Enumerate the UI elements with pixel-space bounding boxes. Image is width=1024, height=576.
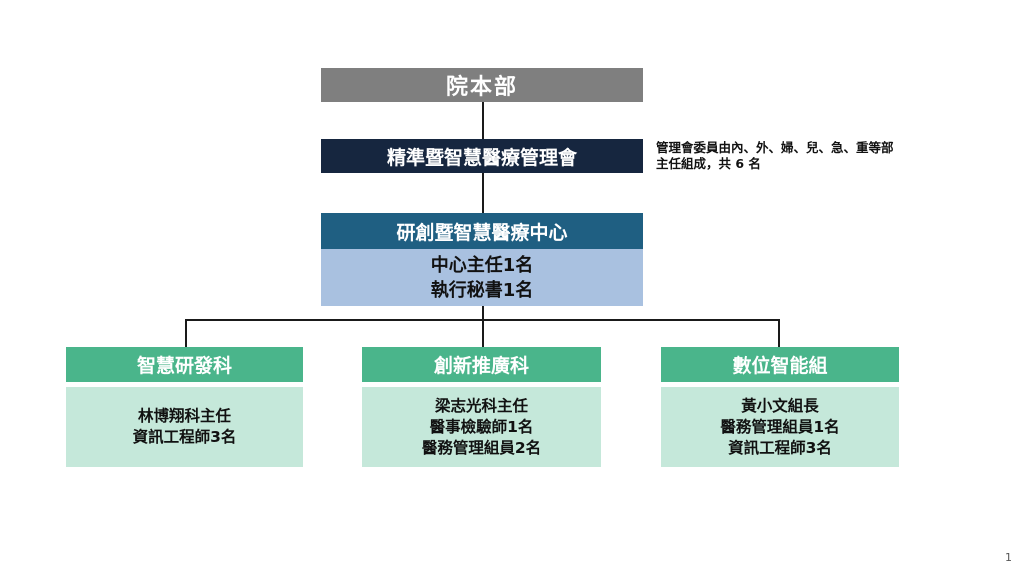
- committee-note-line2: 主任組成，共 6 名: [656, 156, 761, 171]
- hospital-headquarters-label: 院本部: [445, 75, 518, 100]
- connector-branch-right: [778, 319, 780, 347]
- department-staff-line: 黃小文組長: [741, 396, 819, 415]
- research-center-staff: 中心主任1名 執行秘書1名: [321, 249, 643, 306]
- department-staff-smart-rd: 林博翔科主任 資訊工程師3名: [66, 387, 303, 467]
- department-title-digital: 數位智能組: [661, 347, 899, 382]
- department-staff-line: 資訊工程師3名: [728, 438, 832, 457]
- department-staff-digital: 黃小文組長 醫務管理組員1名 資訊工程師3名: [661, 387, 899, 467]
- connector-committee-to-center: [482, 173, 484, 213]
- department-title-label: 智慧研發科: [136, 355, 232, 377]
- research-center-title: 研創暨智慧醫療中心: [321, 213, 643, 249]
- department-title-smart-rd: 智慧研發科: [66, 347, 303, 382]
- department-staff-line: 林博翔科主任: [137, 407, 231, 425]
- management-committee-node: 精準暨智慧醫療管理會: [321, 139, 643, 173]
- department-title-innovation: 創新推廣科: [362, 347, 601, 382]
- hospital-headquarters-node: 院本部: [321, 68, 643, 102]
- department-title-label: 創新推廣科: [433, 355, 529, 377]
- department-staff-line: 梁志光科主任: [434, 396, 528, 415]
- connector-top-to-committee: [482, 102, 484, 139]
- department-staff-line: 醫務管理組員2名: [421, 438, 542, 457]
- connector-branch-left: [185, 319, 187, 347]
- department-title-label: 數位智能組: [732, 355, 828, 377]
- center-staff-line: 中心主任1名: [430, 254, 534, 276]
- department-staff-line: 醫務管理組員1名: [720, 417, 840, 436]
- connector-center-to-branch: [482, 306, 484, 320]
- department-staff-line: 資訊工程師3名: [132, 428, 237, 446]
- research-center-title-label: 研創暨智慧醫療中心: [396, 221, 568, 244]
- center-staff-line: 執行秘書1名: [430, 279, 534, 301]
- page-number: 1: [1005, 551, 1012, 564]
- department-staff-line: 醫事檢驗師1名: [429, 417, 534, 436]
- committee-note: 管理會委員由內、外、婦、兒、急、重等部 主任組成，共 6 名: [656, 140, 956, 172]
- connector-branch-middle: [482, 319, 484, 347]
- management-committee-label: 精準暨智慧醫療管理會: [386, 146, 577, 169]
- department-staff-innovation: 梁志光科主任 醫事檢驗師1名 醫務管理組員2名: [362, 387, 601, 467]
- committee-note-line1: 管理會委員由內、外、婦、兒、急、重等部: [656, 140, 894, 155]
